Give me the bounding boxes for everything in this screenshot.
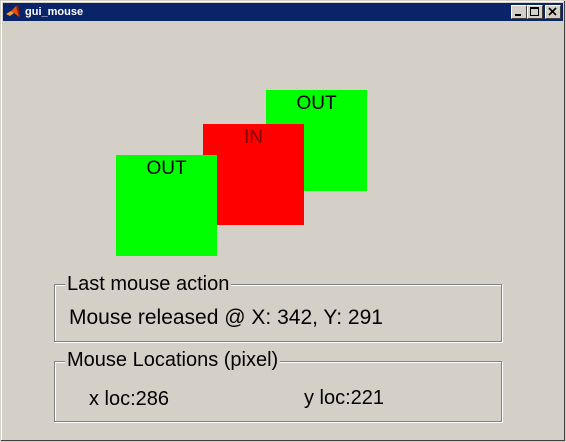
square-label: OUT: [296, 93, 337, 114]
in-square[interactable]: IN: [203, 124, 304, 225]
close-button[interactable]: [545, 5, 561, 19]
last-action-title: Last mouse action: [65, 273, 232, 295]
matlab-logo-icon: [6, 5, 20, 17]
minimize-button[interactable]: [511, 5, 527, 19]
last-action-text: Mouse released @ X: 342, Y: 291: [69, 306, 383, 329]
close-icon: [548, 7, 557, 16]
square-label: IN: [244, 127, 263, 148]
mouse-locations-title: Mouse Locations (pixel): [65, 349, 281, 371]
y-location-text: y loc:221: [304, 387, 385, 409]
window-title: gui_mouse: [25, 6, 84, 18]
out-square-front[interactable]: OUT: [116, 155, 217, 256]
maximize-button[interactable]: [527, 5, 543, 19]
x-location-text: x loc:286: [89, 388, 170, 410]
title-bar[interactable]: gui_mouse: [3, 3, 563, 21]
maximize-icon: [530, 7, 539, 16]
minimize-icon: [515, 14, 521, 16]
square-label: OUT: [146, 158, 187, 179]
last-action-panel: [54, 284, 502, 342]
